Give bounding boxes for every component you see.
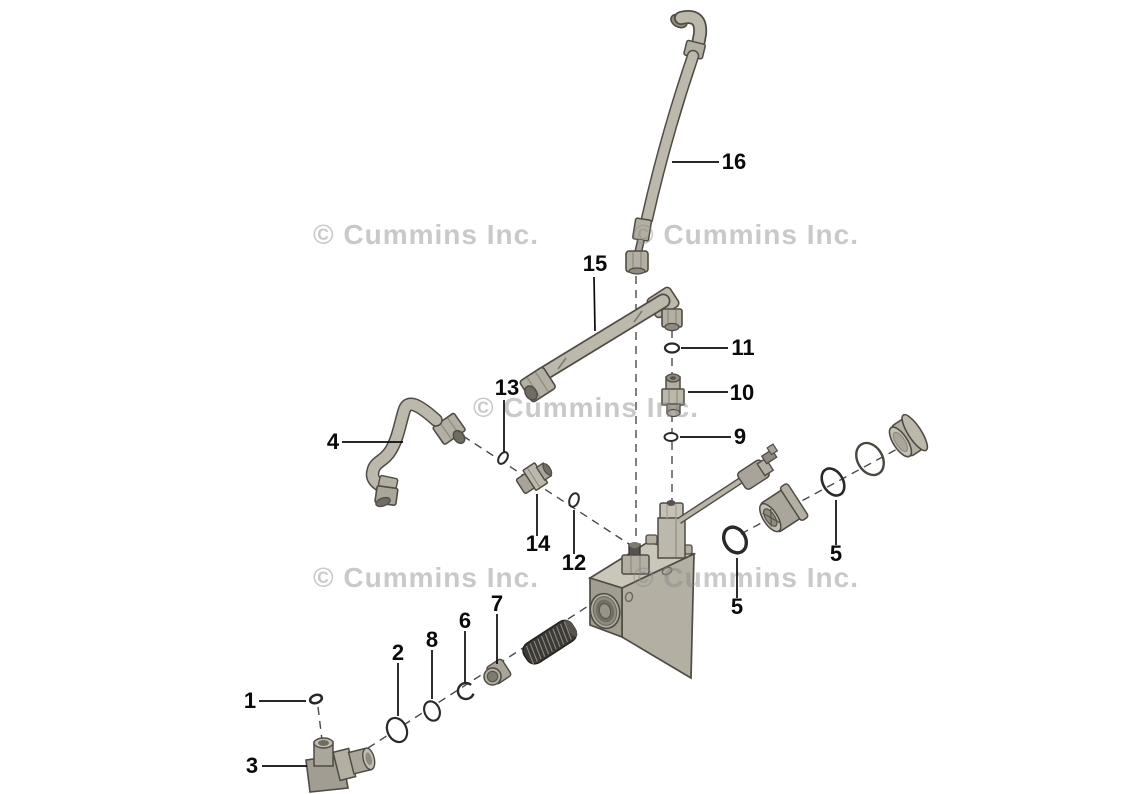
sleeve-bushing [759, 483, 809, 533]
bolt-boss [645, 534, 658, 545]
watermarks: © Cummins Inc. © Cummins Inc. © Cummins … [313, 219, 859, 593]
part-label-5-right: 5 [830, 541, 842, 566]
port-hole [661, 566, 673, 576]
part-label-9: 9 [734, 424, 746, 449]
part-1-o-ring [308, 693, 324, 705]
part-label-5-lower: 5 [731, 594, 743, 619]
valve-bore [589, 592, 621, 630]
part-label-6: 6 [459, 608, 471, 633]
part-15-middle-tube [519, 286, 683, 403]
valve-body [587, 500, 697, 680]
part-5-o-ring-lower [721, 525, 749, 555]
part-label-11: 11 [731, 335, 754, 360]
watermark-text: © Cummins Inc. [633, 562, 859, 593]
part-label-7: 7 [491, 591, 503, 616]
part-label-8: 8 [426, 627, 438, 652]
spring [522, 619, 578, 665]
part-label-14: 14 [526, 531, 551, 556]
part-6-retaining-ring [456, 681, 475, 701]
part-14-connector-fitting [515, 462, 553, 494]
part-label-12: 12 [562, 550, 586, 575]
part-label-2: 2 [392, 640, 404, 665]
part-label-10: 10 [730, 380, 754, 405]
tube-end-opening [452, 429, 466, 445]
valve-rod-plunger [677, 443, 779, 524]
top-port-hex-nut [621, 554, 650, 575]
leader-15 [593, 276, 596, 332]
port-hole [624, 591, 634, 603]
cap-o-ring [855, 441, 885, 477]
watermark-text: © Cummins Inc. [633, 219, 859, 250]
part-8-o-ring [423, 700, 441, 722]
part-12-o-ring [568, 492, 580, 508]
part-label-4: 4 [327, 429, 340, 454]
part-13-o-ring [497, 451, 509, 465]
leader-lines [259, 161, 837, 767]
part-3-elbow-fitting [305, 737, 376, 793]
part-label-16: 16 [722, 149, 746, 174]
part-4-bent-hose [365, 397, 466, 508]
part-label-13: 13 [495, 375, 519, 400]
part-16-upper-tube [625, 10, 708, 275]
part-7-plug [483, 658, 512, 686]
part-5-o-ring-right [820, 467, 846, 497]
watermark-text: © Cummins Inc. [313, 562, 539, 593]
assembly-axis-lines [317, 276, 900, 749]
tube-end-opening [375, 496, 391, 508]
part-9-washer [663, 432, 679, 442]
part-2-o-ring [385, 716, 409, 744]
end-cap-plug [888, 413, 929, 458]
callout-labels: 16 15 11 10 9 13 4 14 12 5 5 7 6 8 2 1 3 [244, 149, 842, 778]
part-label-15: 15 [583, 251, 607, 276]
part-label-3: 3 [246, 753, 258, 778]
part-10-connector-fitting [661, 373, 685, 418]
axis-vertical-1-3 [317, 706, 323, 741]
watermark-text: © Cummins Inc. [313, 219, 539, 250]
valve-stem-housing [657, 517, 686, 559]
part-label-1: 1 [244, 688, 256, 713]
axis-diagonal-4-13-14-12 [462, 435, 630, 545]
tube-end-opening [524, 385, 538, 401]
part-11-washer [663, 342, 681, 354]
watermark-text: © Cummins Inc. [473, 392, 699, 423]
